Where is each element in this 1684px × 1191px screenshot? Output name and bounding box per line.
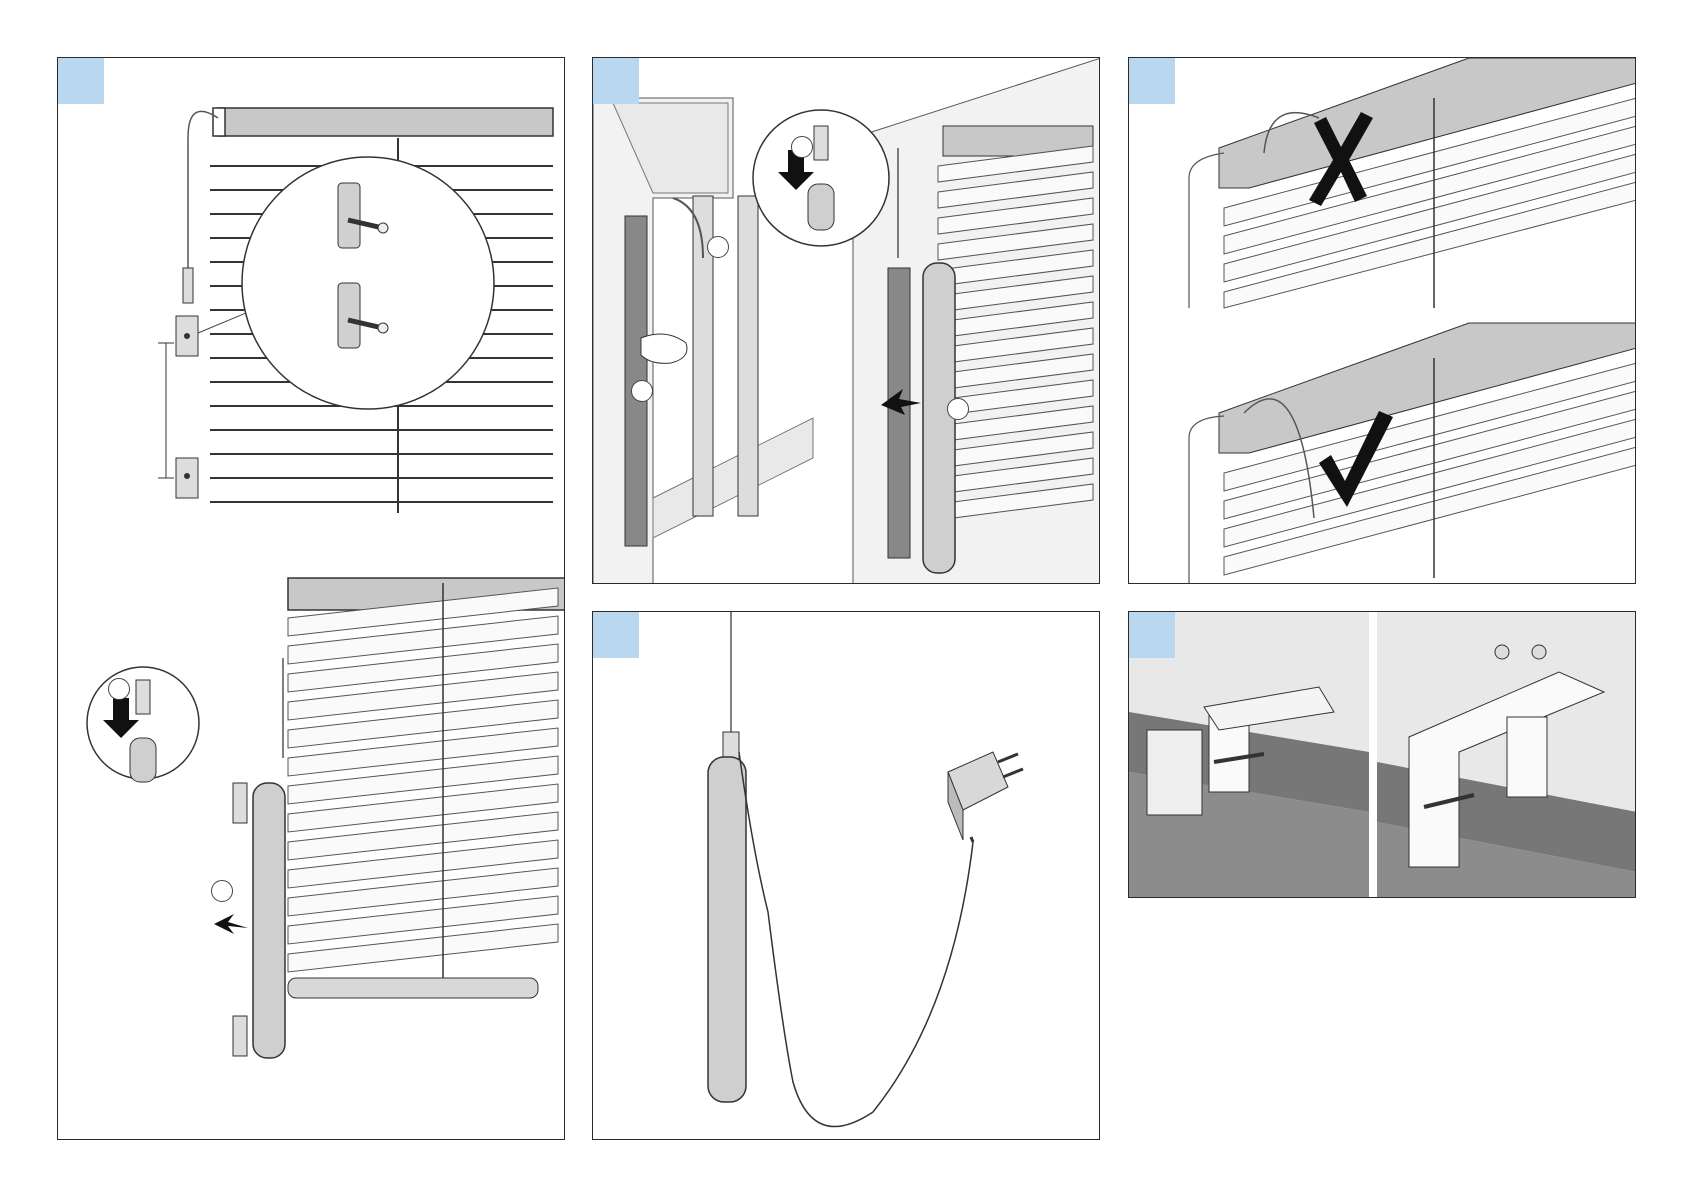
step-number-badge xyxy=(593,58,639,104)
callout-label xyxy=(631,380,653,402)
step-number-badge xyxy=(1129,58,1175,104)
callout-label xyxy=(791,136,813,158)
callout-label xyxy=(947,398,969,420)
step-panel-2 xyxy=(592,57,1100,584)
step-panel-5 xyxy=(1128,611,1636,898)
illustration-battery-mount xyxy=(593,58,1100,584)
step-number-badge xyxy=(1129,612,1175,658)
callout-label xyxy=(211,880,233,902)
step-panel-4 xyxy=(592,611,1100,1140)
step-panel-1 xyxy=(57,57,565,1140)
step-number-badge xyxy=(58,58,104,104)
step-number-badge xyxy=(593,612,639,658)
callout-label xyxy=(707,236,729,258)
illustration-cable-routing xyxy=(1129,58,1636,584)
illustration-mounting-brackets xyxy=(1129,612,1636,898)
callout-label xyxy=(108,678,130,700)
step-panel-3 xyxy=(1128,57,1636,584)
illustration-charging xyxy=(593,612,1100,1140)
illustration-motor-bracket xyxy=(58,58,565,1140)
arrow-push-icon xyxy=(214,914,248,934)
power-adapter-icon xyxy=(948,752,1023,842)
